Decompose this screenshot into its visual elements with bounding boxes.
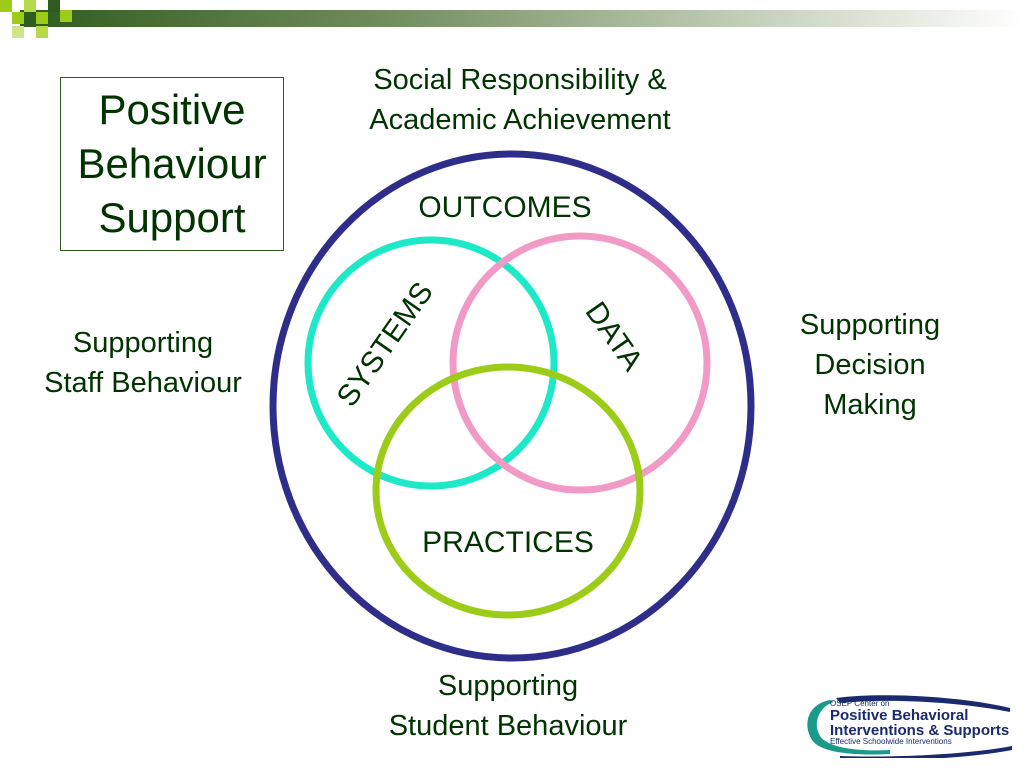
label-right-line-3: Making — [823, 389, 917, 421]
label-left: Supporting Staff Behaviour — [20, 323, 266, 403]
label-bottom-line-1: Supporting — [437, 670, 579, 702]
header-decoration — [0, 0, 1024, 38]
label-bottom: Supporting Student Behaviour — [350, 666, 666, 746]
title-box: Positive Behaviour Support — [60, 77, 284, 251]
title-line-1: Positive — [98, 86, 246, 133]
outcomes-label: OUTCOMES — [418, 191, 591, 224]
title-line-2: Behaviour — [77, 140, 267, 187]
data-circle — [449, 232, 711, 494]
label-top-line-1: Social Responsibility & — [373, 64, 667, 96]
title-line-3: Support — [98, 194, 246, 241]
logo-line-4: Effective Schoolwide Interventions — [830, 737, 952, 746]
pbis-logo: OSEP Center on Positive Behavioral Inter… — [830, 700, 1024, 746]
label-right-line-1: Supporting — [799, 309, 941, 341]
label-bottom-line-2: Student Behaviour — [388, 710, 628, 742]
logo-line-1: OSEP Center on — [830, 699, 890, 708]
pbis-logo-swoosh — [807, 695, 1012, 758]
logo-line-3: Interventions & Supports — [830, 722, 1010, 739]
label-left-line-1: Supporting — [72, 327, 214, 359]
outer-circle — [269, 150, 755, 662]
practices-label: PRACTICES — [422, 526, 594, 559]
systems-circle — [304, 236, 558, 490]
label-top: Social Responsibility & Academic Achieve… — [320, 60, 720, 140]
label-top-line-2: Academic Achievement — [369, 104, 671, 136]
data-label: DATA — [579, 296, 649, 377]
label-right: Supporting Decision Making — [770, 305, 970, 425]
logo-line-2: Positive Behavioral — [830, 707, 969, 724]
label-left-line-2: Staff Behaviour — [44, 367, 242, 399]
practices-circle — [372, 363, 644, 619]
label-right-line-2: Decision — [814, 349, 926, 381]
